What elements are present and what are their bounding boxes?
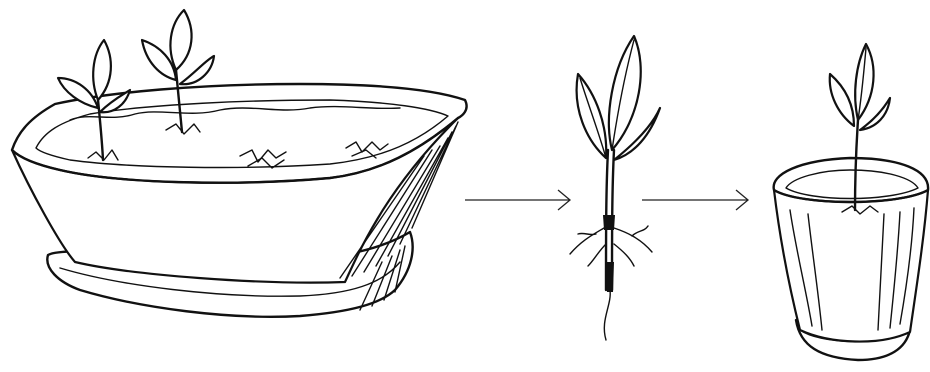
tray-sprout-2 <box>346 142 388 158</box>
tray-sprout-1 <box>240 150 286 168</box>
arrow-right-icon <box>465 190 570 210</box>
seed-tray-icon <box>12 10 467 317</box>
arrow-right-icon <box>642 190 748 210</box>
flower-pot-icon <box>774 44 928 360</box>
seedling-icon <box>570 36 660 340</box>
tray-seedling-center <box>142 10 214 134</box>
